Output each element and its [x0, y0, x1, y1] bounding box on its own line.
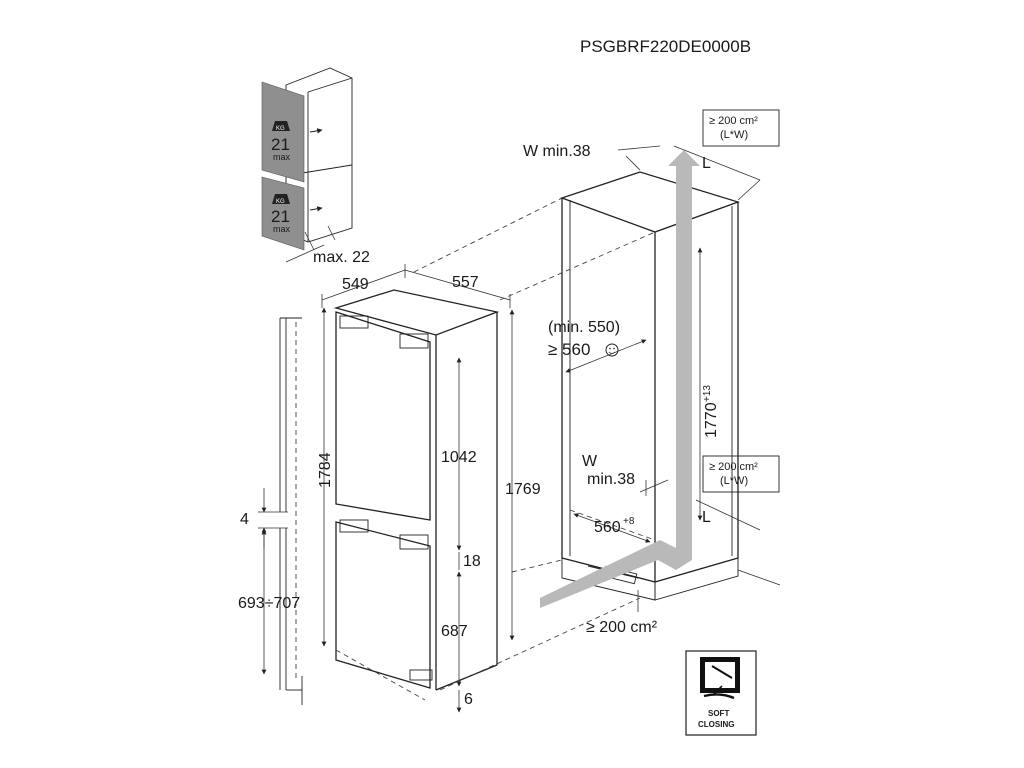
door-load-bottom-unit: max	[273, 224, 291, 234]
dim-1784: 1784	[317, 452, 334, 488]
dim-w-mid: W	[582, 453, 598, 470]
dim-min-550: (min. 550)	[548, 319, 620, 336]
dim-557: 557	[452, 274, 479, 291]
dim-1769: 1769	[505, 481, 541, 498]
vent-top-line1: ≥ 200 cm²	[709, 115, 758, 127]
dim-w-min-38-top: W min.38	[523, 143, 591, 160]
soft-closing-line2: CLOSING	[698, 720, 734, 729]
smiley-eye	[613, 347, 615, 350]
dim-1770: 1770	[703, 402, 720, 438]
appliance-drawing: 549 557 1784 1769 1042 18 687 6	[317, 264, 541, 713]
weight-icon	[272, 121, 290, 131]
dim-l-bottom: L	[702, 509, 711, 526]
dim-4: 4	[240, 511, 249, 528]
door-load-top-unit: max	[273, 152, 291, 162]
soft-closing-line1: SOFT	[708, 709, 729, 718]
soft-closing-icon	[700, 657, 740, 700]
smiley-icon	[605, 343, 619, 357]
dim-6: 6	[464, 691, 473, 708]
niche-drawing: W min.38 L ≥ 200 cm² (L*W) (min. 550) ≥ …	[523, 109, 781, 636]
smiley-eye	[609, 347, 611, 350]
door-load-detail: KG 21 max KG 21 max max. 22	[261, 67, 370, 266]
dim-549: 549	[342, 276, 369, 293]
weight-icon-text: KG	[276, 199, 285, 205]
dim-min-38-mid: min.38	[587, 471, 635, 488]
vent-mid-line1: ≥ 200 cm²	[709, 461, 758, 473]
dim-l-top: L	[702, 155, 711, 172]
vent-top-line2: (L*W)	[720, 129, 748, 141]
model-code: PSGBRF220DE0000B	[580, 37, 751, 56]
vent-mid-line2: (L*W)	[720, 475, 748, 487]
dim-693-707: 693÷707	[238, 595, 300, 612]
airflow-arrow-icon	[540, 150, 700, 608]
dim-560-tolerance: +8	[623, 516, 635, 527]
dim-max-22: max. 22	[313, 249, 370, 266]
dim-ge-560: ≥ 560	[548, 340, 590, 359]
dim-1042: 1042	[441, 449, 477, 466]
projection-lines	[335, 197, 656, 701]
door-panel-profile: 4 693÷707	[238, 317, 303, 705]
dim-1770-tolerance: +13	[702, 385, 713, 402]
soft-closing-badge: SOFT CLOSING	[685, 650, 757, 736]
weight-icon-text: KG	[276, 126, 285, 132]
dim-687: 687	[441, 623, 468, 640]
dim-floor-vent: ≥ 200 cm²	[586, 619, 658, 636]
dim-560: 560	[594, 519, 621, 536]
weight-icon	[272, 194, 290, 204]
dim-18: 18	[463, 553, 481, 570]
door-load-bottom-value: 21	[271, 207, 290, 226]
door-load-top-value: 21	[271, 135, 290, 154]
